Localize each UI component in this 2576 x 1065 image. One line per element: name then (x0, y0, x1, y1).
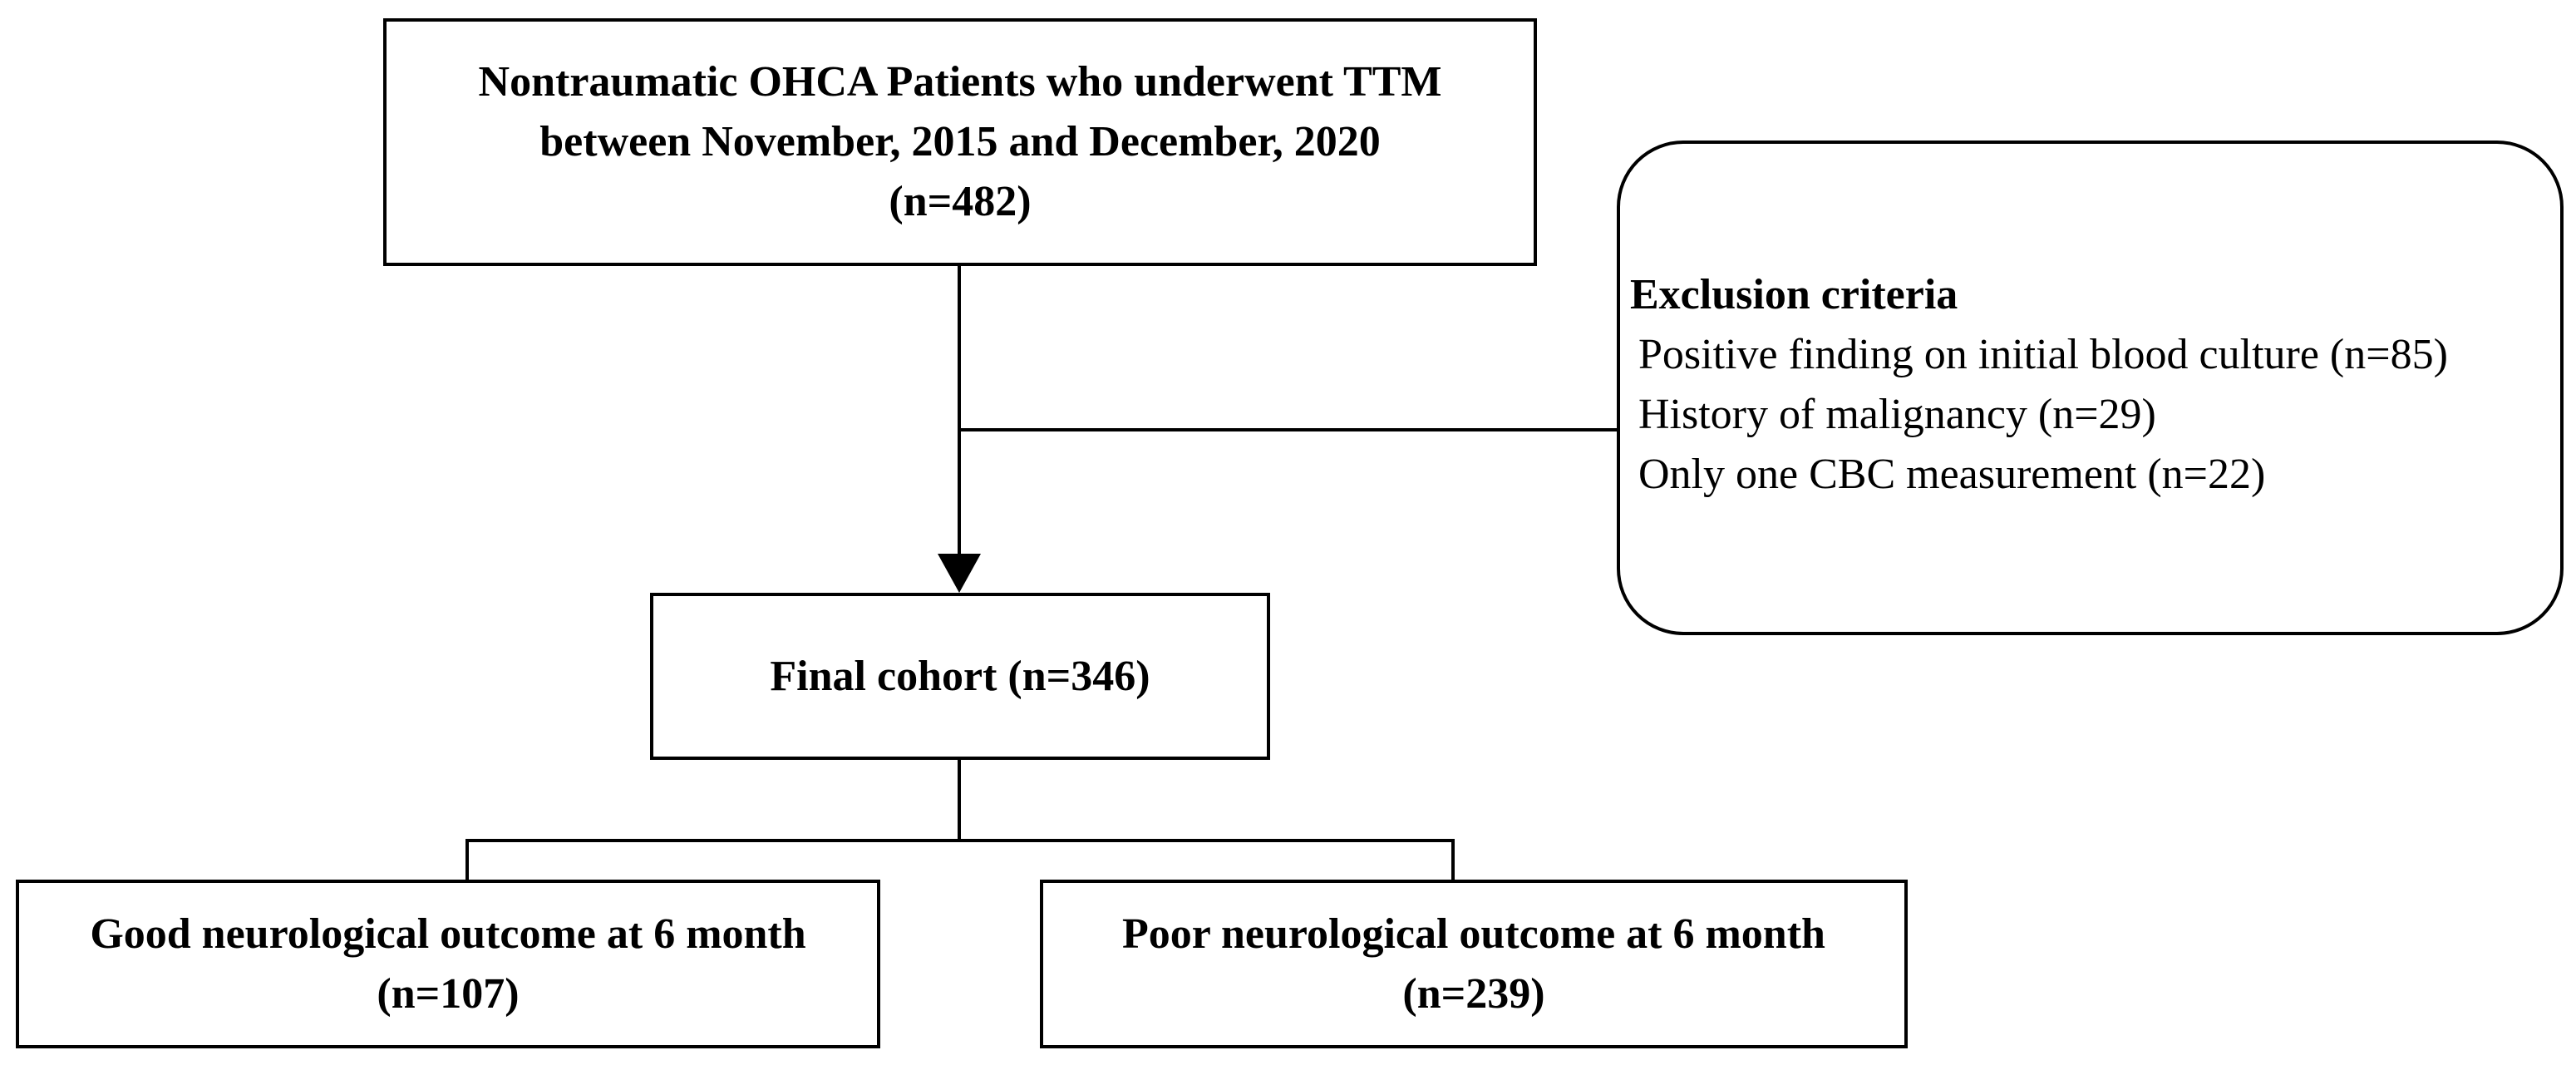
source-population-count: (n=482) (889, 178, 1032, 225)
source-population-box: Nontraumatic OHCA Patients who underwent… (383, 18, 1537, 266)
source-population-line2: between November, 2015 and December, 202… (539, 118, 1381, 165)
exclusion-item: Positive finding on initial blood cultur… (1638, 331, 2448, 378)
final-cohort-label: Final cohort (n=346) (770, 652, 1150, 700)
exclusion-item: Only one CBC measurement (n=22) (1638, 451, 2266, 498)
exclusion-item: History of malignancy (n=29) (1638, 391, 2156, 438)
poor-outcome-box: Poor neurological outcome at 6 month (n=… (1040, 880, 1908, 1048)
good-outcome-box: Good neurological outcome at 6 month (n=… (16, 880, 880, 1048)
exclusion-criteria-title: Exclusion criteria (1630, 271, 1958, 318)
final-cohort-box: Final cohort (n=346) (650, 593, 1270, 760)
good-outcome-count: (n=107) (377, 969, 520, 1018)
poor-outcome-count: (n=239) (1402, 969, 1545, 1018)
source-population-line1: Nontraumatic OHCA Patients who underwent… (478, 58, 1442, 106)
exclusion-criteria-box: Exclusion criteria Positive finding on i… (1617, 141, 2564, 635)
poor-outcome-label: Poor neurological outcome at 6 month (1122, 910, 1825, 958)
good-outcome-label: Good neurological outcome at 6 month (90, 910, 806, 958)
arrowhead-final (938, 554, 981, 593)
